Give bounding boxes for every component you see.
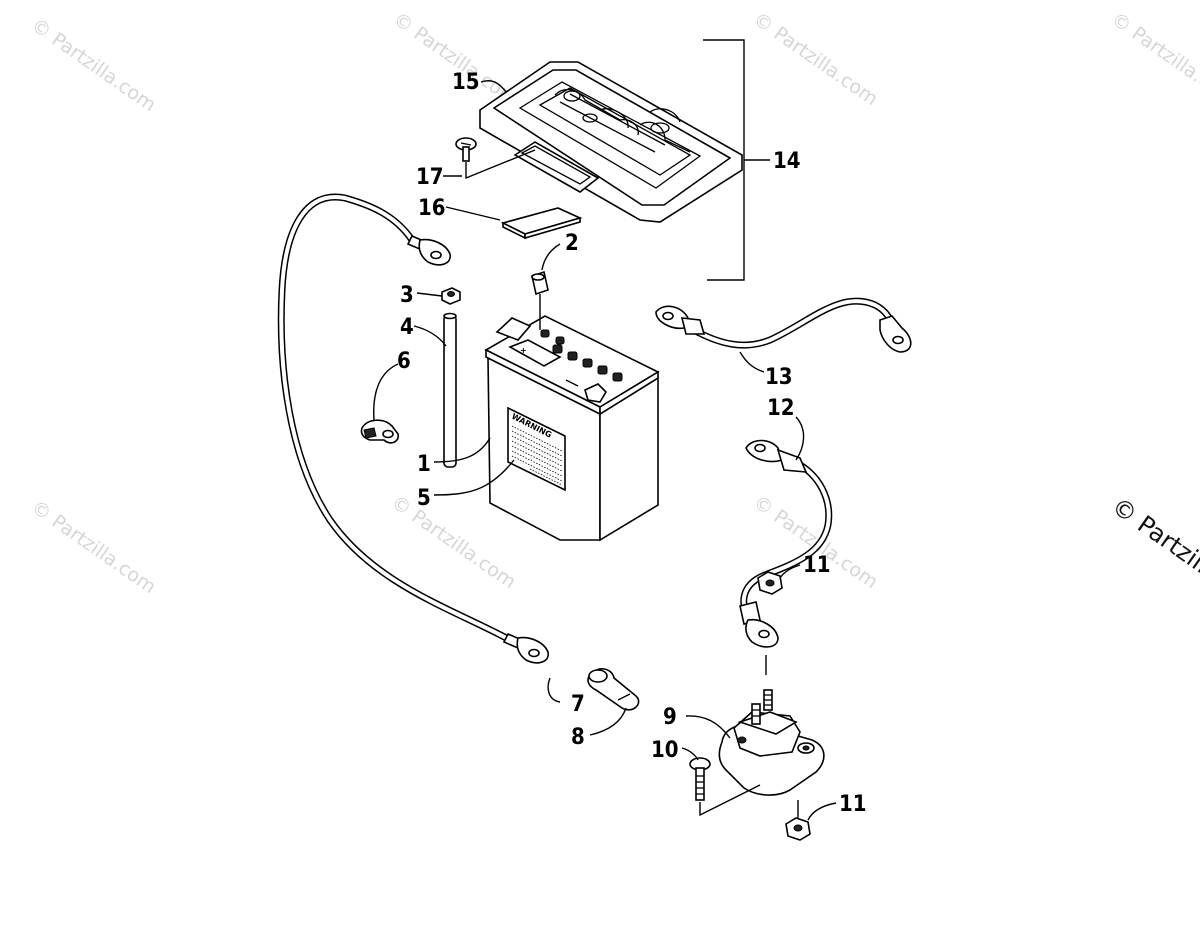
callout-12: 12 xyxy=(767,396,795,421)
watermark: © Partzilla.com xyxy=(27,14,160,116)
callout-1: 1 xyxy=(417,452,431,477)
watermark: © Partzilla.com xyxy=(1107,8,1200,110)
bracket-14 xyxy=(703,39,770,281)
callouts: 15 14 17 16 2 3 4 6 1 5 13 12 11 7 8 9 1… xyxy=(397,70,867,817)
callout-8: 8 xyxy=(571,725,585,750)
callout-13: 13 xyxy=(765,365,793,390)
callout-10: 10 xyxy=(651,738,679,763)
bolt-10 xyxy=(689,757,761,817)
vent-fitting-2 xyxy=(531,270,549,330)
clamp-6 xyxy=(360,419,400,444)
callout-2: 2 xyxy=(565,231,579,256)
cable-13 xyxy=(655,297,912,353)
pad-16 xyxy=(500,207,583,240)
callout-4: 4 xyxy=(400,315,414,340)
terminal-boot-8 xyxy=(587,668,640,711)
callout-11-upper: 11 xyxy=(803,553,831,578)
callout-16: 16 xyxy=(418,196,446,221)
cable-12 xyxy=(739,439,833,648)
battery: + WARNING xyxy=(484,315,660,542)
watermark-edge: © Partzilla xyxy=(1107,492,1200,587)
nut-11-upper xyxy=(757,571,783,675)
leader-lines xyxy=(373,80,837,821)
callout-9: 9 xyxy=(663,705,677,730)
cable-long xyxy=(277,193,549,664)
callout-15: 15 xyxy=(452,70,480,95)
callout-17: 17 xyxy=(416,165,444,190)
terminal-plus-mark: + xyxy=(520,346,527,355)
watermark: © Partzilla.com xyxy=(749,8,882,110)
warning-label-hatch xyxy=(511,425,563,486)
nut-11-lower xyxy=(785,800,811,841)
nut-3 xyxy=(441,287,461,305)
watermark: © Partzilla.com xyxy=(27,496,160,598)
callout-11-lower: 11 xyxy=(839,792,867,817)
callout-6: 6 xyxy=(397,349,411,374)
callout-3: 3 xyxy=(400,283,414,308)
callout-5: 5 xyxy=(417,486,431,511)
callout-14: 14 xyxy=(773,149,801,174)
tool-kit-tray xyxy=(479,61,743,223)
rod-4 xyxy=(443,312,457,468)
screw-17 xyxy=(455,137,536,180)
battery-caps xyxy=(540,329,623,382)
callout-7: 7 xyxy=(571,692,585,717)
solenoid-9 xyxy=(718,689,825,796)
